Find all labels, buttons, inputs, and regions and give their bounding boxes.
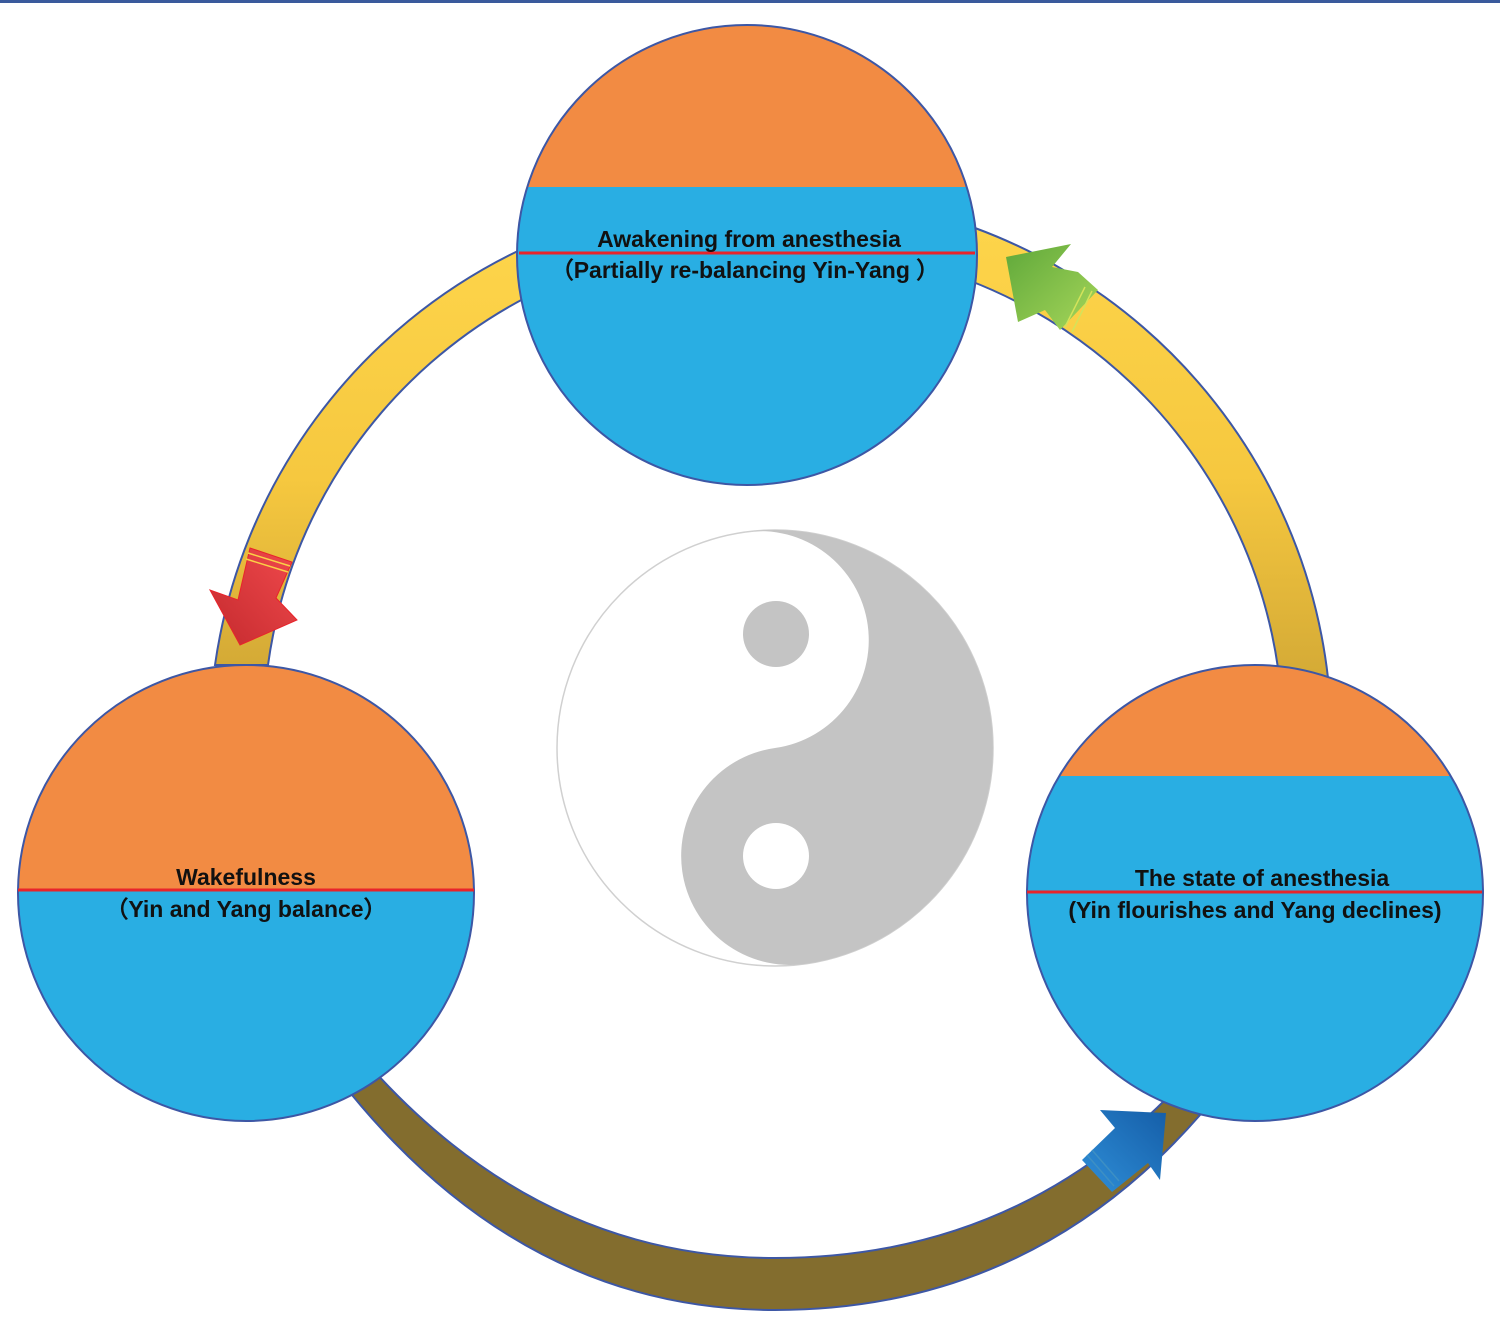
- state-awakening: Awakening from anesthesia （Partially re-…: [516, 24, 978, 486]
- ring-arc-left: [213, 248, 527, 666]
- state-subtitle: （Yin and Yang balance）: [105, 896, 386, 922]
- top-border: [0, 0, 1500, 3]
- state-wakefulness: Wakefulness （Yin and Yang balance）: [17, 664, 475, 1122]
- state-subtitle: （Partially re-balancing Yin-Yang ）: [551, 257, 940, 283]
- state-title: Wakefulness: [176, 864, 316, 890]
- state-subtitle: (Yin flourishes and Yang declines): [1068, 897, 1441, 923]
- yang-dot: [743, 823, 809, 889]
- blue-arrow: [1082, 1110, 1166, 1192]
- yin-yang-symbol: [556, 529, 994, 967]
- red-arrow: [208, 547, 298, 646]
- state-title: The state of anesthesia: [1135, 865, 1390, 891]
- green-arrow: [1006, 244, 1098, 333]
- state-anesthesia: The state of anesthesia (Yin flourishes …: [1026, 664, 1484, 1122]
- yin-dot: [743, 601, 809, 667]
- state-title: Awakening from anesthesia: [597, 226, 901, 252]
- ring-arc-bottom: [338, 1070, 1202, 1312]
